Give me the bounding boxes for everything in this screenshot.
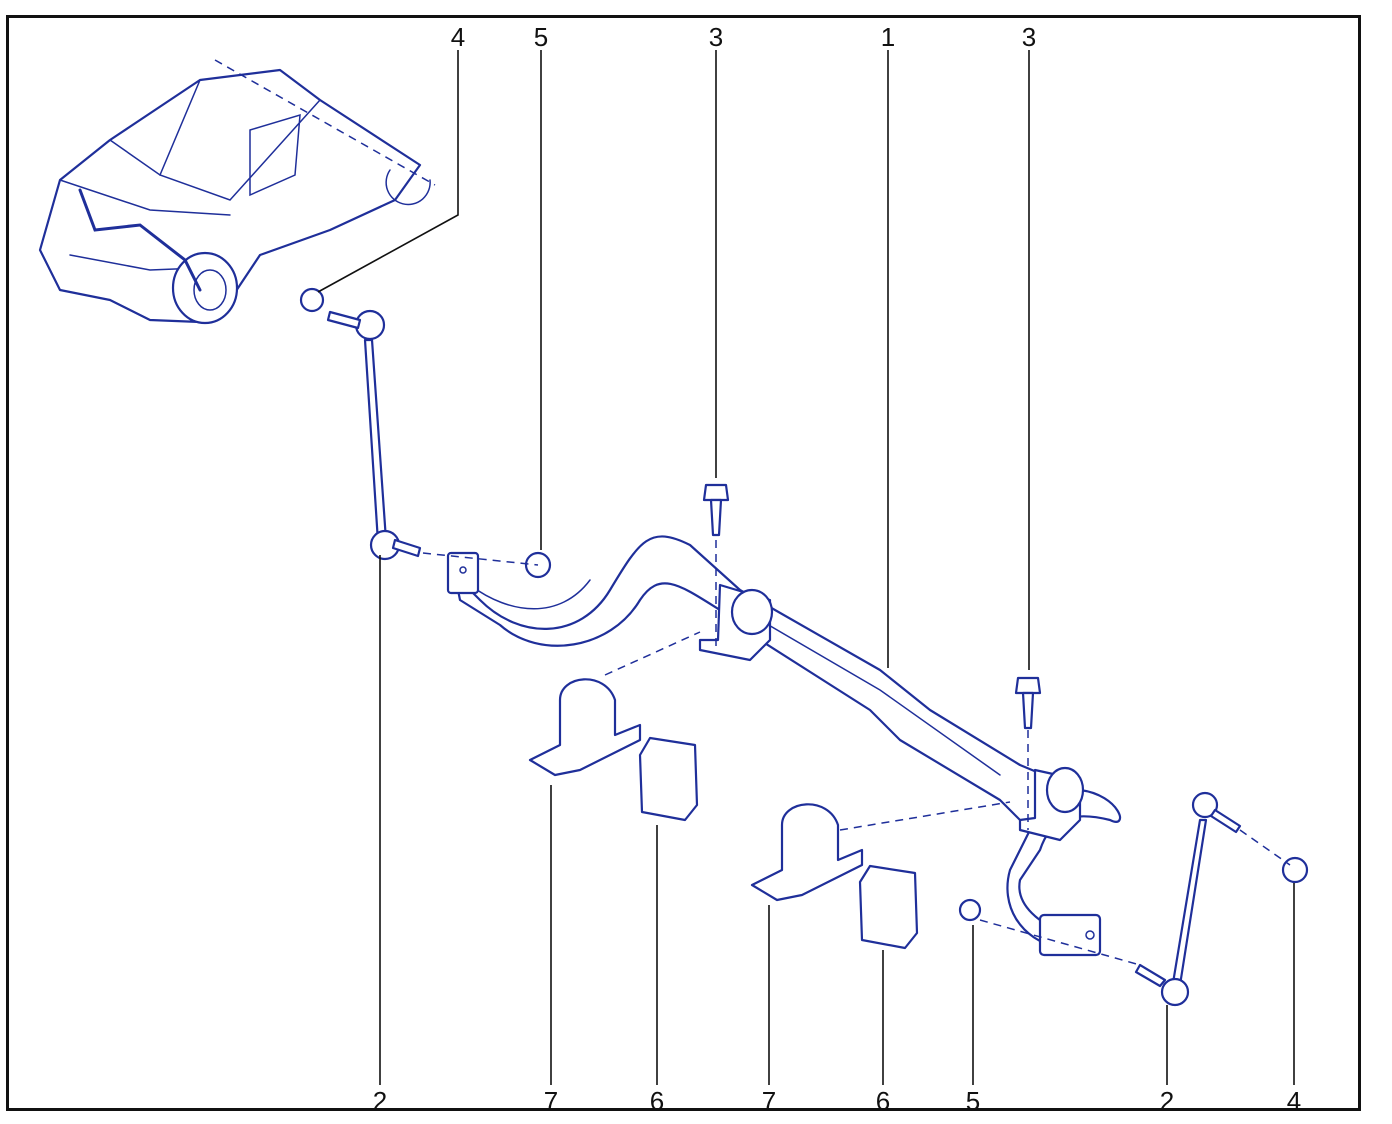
callout-6-bottom-left: 6 [649, 1086, 665, 1116]
callout-5-bottom: 5 [965, 1086, 981, 1116]
bolt-icon [702, 483, 1042, 730]
diagram-frame [6, 15, 1361, 1111]
bearing-clamp-mounted-2-icon [1018, 766, 1085, 842]
bush-icon [638, 736, 919, 950]
anti-roll-bar-icon [446, 535, 1121, 957]
callout-2-bottom-right: 2 [1159, 1086, 1175, 1116]
callout-7-bottom-left: 7 [543, 1086, 559, 1116]
vehicle-illustration-icon [38, 59, 436, 325]
callout-4-top: 4 [450, 22, 466, 52]
callout-6-bottom-right: 6 [875, 1086, 891, 1116]
callout-7-bottom-right: 7 [761, 1086, 777, 1116]
callout-3-top-right: 3 [1021, 22, 1037, 52]
assembly-lines [422, 540, 1291, 966]
callout-4-bottom: 4 [1286, 1086, 1302, 1116]
leader-lines [317, 50, 1295, 1085]
link-rod-left-icon [326, 309, 422, 561]
callout-5-top: 5 [533, 22, 549, 52]
link-rod-right-icon [1134, 791, 1242, 1007]
bearing-clamp-mounted-1-icon [698, 583, 774, 662]
bearing-clamp-icon [528, 678, 864, 902]
callout-2-bottom-left: 2 [372, 1086, 388, 1116]
callout-1-top: 1 [880, 22, 896, 52]
callout-3-top-left: 3 [708, 22, 724, 52]
